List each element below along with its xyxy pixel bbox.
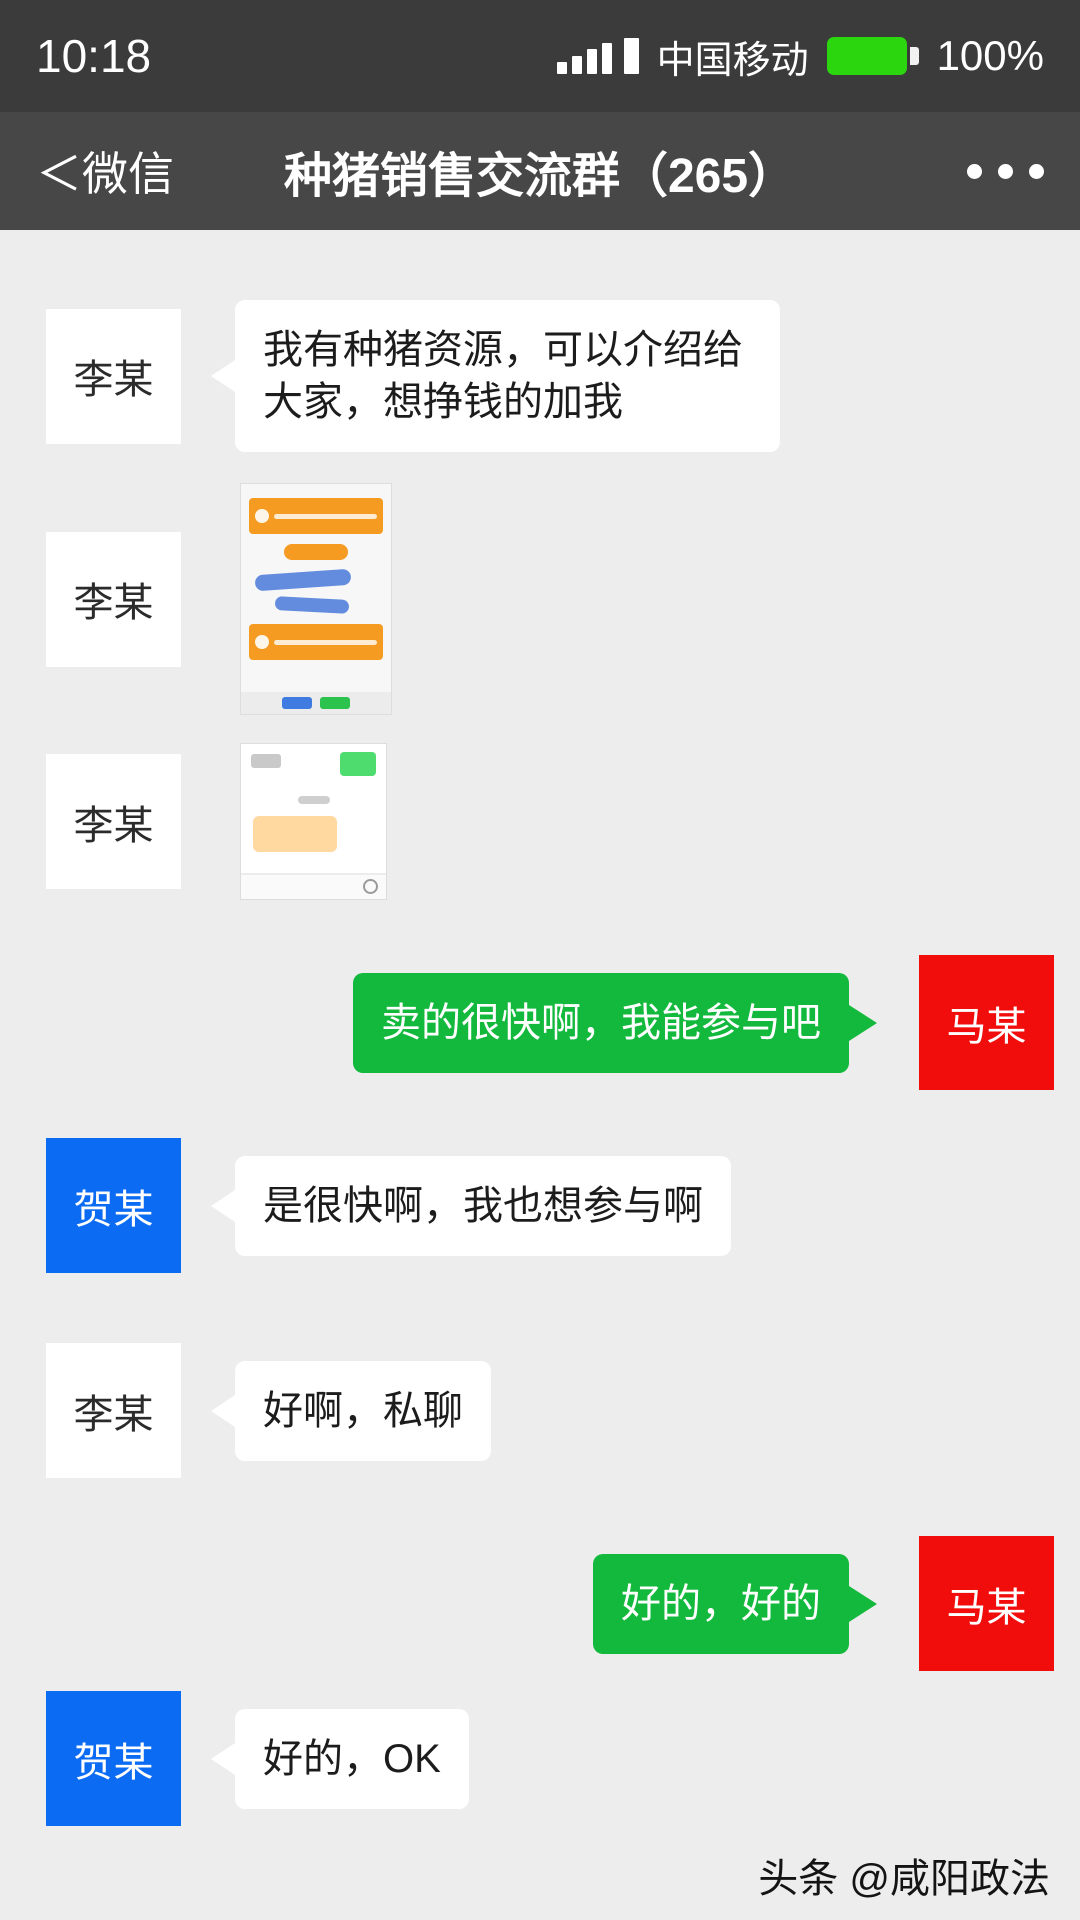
- message-row: 李某 好啊，私聊: [0, 1343, 1080, 1478]
- message-bubble[interactable]: 我有种猪资源，可以介绍给大家，想挣钱的加我: [235, 300, 780, 452]
- message-row: 贺某 是很快啊，我也想参与啊: [0, 1138, 1080, 1273]
- message-bubble[interactable]: 好的，OK: [235, 1708, 469, 1809]
- clock-time: 10:18: [36, 30, 152, 82]
- message-row: 贺某 好的，OK: [0, 1691, 1080, 1826]
- signal-strength-icon: [556, 38, 639, 74]
- battery-percent-label: 100%: [936, 32, 1044, 79]
- message-bubble[interactable]: 好的，好的: [593, 1553, 849, 1654]
- message-row: 李某: [0, 484, 1080, 714]
- nav-bar: ＜微信 种猪销售交流群（265）: [0, 112, 1080, 230]
- message-bubble[interactable]: 是很快啊，我也想参与啊: [235, 1155, 731, 1256]
- avatar[interactable]: 李某: [46, 1343, 181, 1478]
- more-menu-icon[interactable]: [967, 163, 1044, 179]
- message-row: 李某 我有种猪资源，可以介绍给大家，想挣钱的加我: [0, 300, 1080, 452]
- avatar[interactable]: 李某: [46, 531, 181, 667]
- message-bubble[interactable]: 卖的很快啊，我能参与吧: [353, 972, 849, 1073]
- bubble-tail: [849, 1004, 877, 1041]
- avatar[interactable]: 贺某: [46, 1138, 181, 1273]
- carrier-label: 中国移动: [656, 39, 809, 82]
- bubble-tail: [211, 1394, 235, 1427]
- group-title: 种猪销售交流群（265）: [283, 150, 797, 203]
- status-bar-right: 中国移动 100%: [556, 29, 1044, 84]
- back-button[interactable]: ＜微信: [36, 148, 174, 200]
- message-row: 好的，好的 马某: [0, 1536, 1080, 1671]
- bubble-tail: [211, 360, 235, 392]
- avatar[interactable]: 马某: [919, 1536, 1054, 1671]
- battery-icon: [826, 37, 919, 75]
- image-message-thumbnail[interactable]: [241, 484, 391, 714]
- status-bar: 10:18 中国移动 100%: [0, 0, 1080, 112]
- avatar[interactable]: 贺某: [46, 1691, 181, 1826]
- message-row: 卖的很快啊，我能参与吧 马某: [0, 955, 1080, 1090]
- message-bubble[interactable]: 好啊，私聊: [235, 1360, 491, 1461]
- image-message-thumbnail[interactable]: [241, 744, 386, 899]
- avatar[interactable]: 李某: [46, 754, 181, 889]
- bubble-tail: [211, 1189, 235, 1222]
- avatar[interactable]: 马某: [919, 955, 1054, 1090]
- bubble-tail: [211, 1742, 235, 1775]
- avatar[interactable]: 李某: [46, 308, 181, 444]
- bubble-tail: [849, 1585, 877, 1622]
- message-row: 李某: [0, 744, 1080, 899]
- watermark: 头条 @咸阳政法: [758, 1857, 1050, 1901]
